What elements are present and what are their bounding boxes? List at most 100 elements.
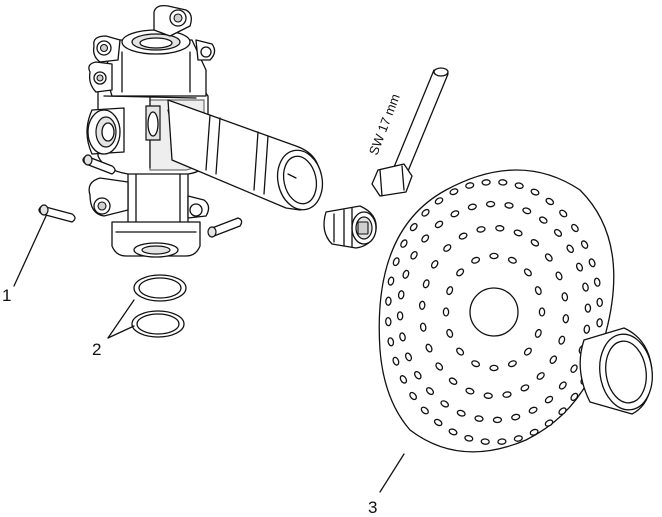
- perforation-hole: [596, 297, 603, 308]
- tool-size-label: SW 17 mm: [366, 92, 403, 157]
- perforation-hole: [538, 307, 546, 317]
- perforation-hole: [450, 210, 460, 218]
- perforation-hole: [399, 375, 408, 384]
- perforation-hole: [430, 260, 439, 269]
- perforation-hole: [502, 391, 512, 398]
- perforation-hole: [570, 364, 578, 374]
- perforation-hole: [392, 356, 400, 366]
- perforation-hole: [433, 418, 443, 427]
- perforation-hole: [545, 197, 555, 206]
- perforation-hole: [529, 428, 539, 436]
- perforation-hole: [497, 438, 507, 445]
- perforation-hole: [544, 395, 554, 404]
- perforation-hole: [396, 311, 404, 321]
- perforation-hole: [553, 228, 563, 237]
- perforation-hole: [425, 387, 435, 396]
- perforation-hole: [558, 381, 567, 390]
- plug-nut: [323, 205, 377, 249]
- perforation-hole: [489, 364, 499, 372]
- callout-3-label: 3: [368, 498, 377, 517]
- perforation-hole: [492, 416, 503, 424]
- perforation-hole: [575, 262, 584, 272]
- perforation-hole: [409, 391, 418, 401]
- perforation-hole: [471, 256, 481, 264]
- o-ring-upper: [133, 274, 187, 302]
- perforation-hole: [544, 419, 554, 427]
- perforation-hole: [495, 225, 505, 232]
- perforation-hole: [583, 324, 591, 334]
- perforation-hole: [485, 200, 496, 208]
- perforation-hole: [446, 286, 454, 296]
- perforation-hole: [522, 207, 532, 215]
- callout-2-label: 2: [92, 340, 101, 359]
- o-ring-lower: [131, 310, 185, 338]
- perforation-hole: [419, 322, 427, 332]
- perforation-hole: [399, 332, 406, 342]
- perforation-hole: [448, 428, 458, 436]
- perforation-hole: [409, 222, 418, 232]
- perforation-hole: [420, 406, 429, 415]
- perforation-hole: [558, 407, 567, 416]
- perforation-hole: [397, 290, 405, 300]
- perforation-hole: [400, 239, 408, 248]
- perforation-hole: [421, 234, 430, 243]
- perforation-hole: [596, 318, 603, 328]
- perforation-hole: [528, 406, 538, 414]
- perforation-hole: [465, 182, 475, 189]
- perforation-hole: [593, 277, 601, 287]
- perforation-hole: [458, 232, 468, 240]
- perforation-hole: [476, 226, 486, 233]
- plate-perforations: [385, 179, 603, 445]
- perforation-hole: [507, 360, 517, 368]
- perforation-hole: [467, 203, 477, 211]
- perforation-hole: [385, 316, 392, 327]
- perforation-hole: [489, 252, 499, 260]
- perforation-hole: [440, 400, 450, 408]
- perforation-hole: [442, 307, 450, 317]
- callout-3: 3: [368, 453, 405, 517]
- perforation-hole: [465, 387, 475, 395]
- perforation-hole: [558, 335, 566, 345]
- perforation-hole: [434, 197, 444, 205]
- perforation-hole: [410, 250, 418, 260]
- perforation-hole: [588, 258, 596, 268]
- callout-2: 2: [92, 299, 135, 359]
- perforation-hole: [418, 300, 426, 310]
- perforation-hole: [562, 314, 570, 324]
- perforation-hole: [435, 362, 444, 371]
- perforation-hole: [520, 384, 530, 392]
- perforation-hole: [580, 240, 589, 249]
- pin-left: [38, 204, 76, 223]
- perforation-hole: [534, 286, 542, 296]
- perforation-hole: [414, 370, 422, 380]
- perforation-hole: [549, 355, 558, 364]
- perforation-hole: [534, 328, 542, 338]
- perforation-hole: [474, 415, 484, 422]
- perforation-hole: [530, 239, 540, 247]
- perforation-hole: [449, 188, 459, 196]
- perforation-hole: [584, 303, 592, 313]
- wrench-tool: SW 17 mm: [366, 67, 449, 197]
- perforation-hole: [446, 328, 454, 338]
- perforation-hole: [511, 413, 521, 421]
- perforation-hole: [514, 182, 524, 190]
- perforation-hole: [422, 279, 430, 289]
- perforation-hole: [385, 296, 392, 306]
- callout-1: 1: [2, 215, 47, 305]
- perforation-hole: [566, 244, 574, 254]
- perforation-hole: [498, 179, 508, 186]
- perforation-hole: [404, 352, 413, 362]
- perforation-hole: [582, 282, 589, 292]
- perforation-hole: [443, 244, 452, 252]
- perforation-hole: [425, 343, 433, 353]
- perforation-hole: [544, 253, 553, 262]
- extension-cap: [579, 327, 653, 415]
- perforation-hole: [561, 292, 569, 302]
- perforation-hole: [483, 392, 493, 399]
- cartridge-sleeve: [167, 99, 324, 211]
- perforation-hole: [387, 337, 395, 347]
- perforation-hole: [481, 179, 491, 186]
- perforation-hole: [421, 208, 430, 217]
